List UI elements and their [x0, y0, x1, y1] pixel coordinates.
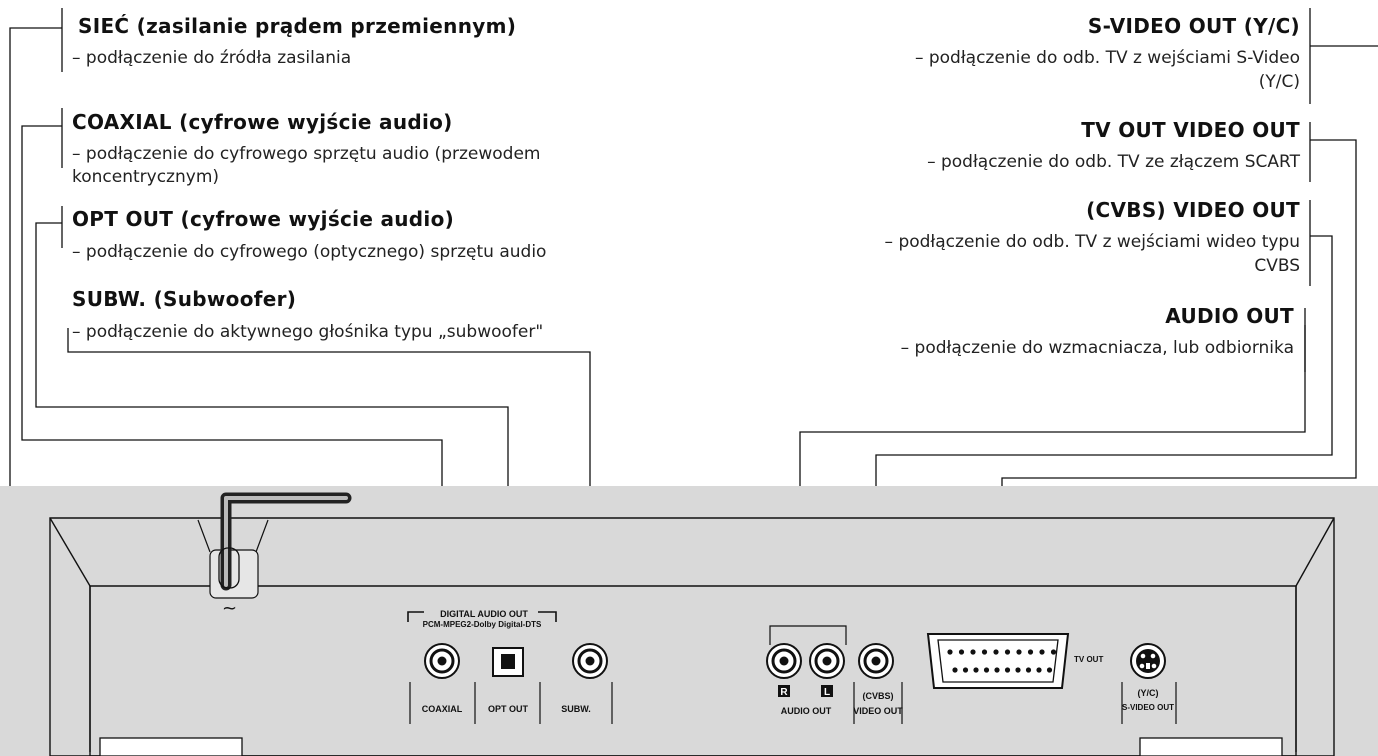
digital-audio-out-label: DIGITAL AUDIO OUT [440, 609, 528, 619]
tvout-title: TV OUT VIDEO OUT [1081, 118, 1300, 142]
power-inlet [209, 549, 259, 599]
l-badge [821, 685, 833, 697]
svideo-desc-1: – podłączenie do odb. TV z wejściami S-V… [914, 48, 1300, 68]
coaxial-desc-2: koncentrycznym) [72, 167, 220, 187]
coaxial-jack [424, 643, 460, 679]
scart-pin [1036, 667, 1042, 673]
subw-desc: – podłączenie do aktywnego głośnika typu… [72, 322, 544, 342]
scart-pin [952, 667, 958, 673]
video-out-panel-label: VIDEO OUT [853, 706, 903, 716]
cvbs-jack [858, 643, 894, 679]
scart-pin [947, 649, 953, 655]
siec-desc: – podłączenie do źródła zasilania [72, 48, 352, 68]
scart-pin [1050, 649, 1057, 655]
l-badge-text: L [824, 687, 830, 698]
cvbs-panel-label: (CVBS) [863, 691, 894, 701]
scart-pin [1015, 667, 1021, 673]
scart-pin [1004, 649, 1011, 655]
audio-out-panel-label: AUDIO OUT [781, 706, 832, 716]
tv-out-panel-label: TV OUT [1074, 655, 1103, 664]
svideo-out-panel-label: S-VIDEO OUT [1122, 703, 1174, 712]
siec-title: SIEĆ (zasilanie prądem przemiennym) [78, 14, 517, 38]
subw-panel-label: SUBW. [561, 704, 591, 714]
svideo-title: S-VIDEO OUT (Y/C) [1087, 14, 1300, 38]
scart-pin [958, 649, 965, 655]
scart-pin [1039, 649, 1045, 655]
svideo-connector [1130, 643, 1166, 679]
optout-title: OPT OUT (cyfrowe wyjście audio) [72, 207, 455, 231]
coaxial-desc-1: – podłączenie do cyfrowego sprzętu audio… [72, 144, 541, 164]
scart-pin [994, 667, 1000, 673]
svideo-desc-2: (Y/C) [1258, 72, 1300, 92]
scart-pin [1027, 649, 1034, 655]
yc-panel-label: (Y/C) [1138, 688, 1159, 698]
scart-pin [1016, 649, 1022, 655]
digital-formats-label: PCM-MPEG2-Dolby Digital-DTS [423, 620, 542, 629]
r-badge [778, 685, 790, 697]
audio-l-jack [809, 643, 845, 679]
scart-pin [1046, 667, 1053, 673]
coaxial-title: COAXIAL (cyfrowe wyjście audio) [72, 110, 453, 134]
panel-outer-frame [49, 517, 1335, 756]
scart-connector [926, 633, 1070, 689]
cvbs-title: (CVBS) VIDEO OUT [1086, 198, 1300, 222]
scart-pin [962, 667, 969, 673]
r-badge-text: R [780, 687, 788, 698]
panel-background [0, 486, 1378, 756]
optout-panel-label: OPT OUT [488, 704, 529, 714]
subw-title: SUBW. (Subwoofer) [72, 287, 297, 311]
scart-pin [970, 649, 976, 655]
optout-desc: – podłączenie do cyfrowego (optycznego) … [72, 242, 547, 262]
subwoofer-jack [572, 643, 608, 679]
scart-pin [973, 667, 979, 673]
cvbs-desc-1: – podłączenie do odb. TV z wejściami wid… [884, 232, 1300, 252]
power-tilde: ~ [222, 598, 237, 619]
panel-foot-left [99, 737, 243, 756]
scart-pin [1004, 667, 1011, 673]
tvout-desc: – podłączenie do odb. TV ze złączem SCAR… [927, 152, 1300, 172]
audioout-desc: – podłączenie do wzmacniacza, lub odbior… [900, 338, 1294, 358]
coaxial-panel-label: COAXIAL [422, 704, 463, 714]
scart-pin [983, 667, 990, 673]
audioout-title: AUDIO OUT [1165, 304, 1294, 328]
cvbs-desc-2: CVBS [1254, 256, 1300, 276]
scart-pin [993, 649, 999, 655]
audio-r-jack [766, 643, 802, 679]
scart-pin [1025, 667, 1032, 673]
scart-pin [981, 649, 988, 655]
optical-jack [492, 647, 524, 677]
panel-foot-right [1139, 737, 1283, 756]
